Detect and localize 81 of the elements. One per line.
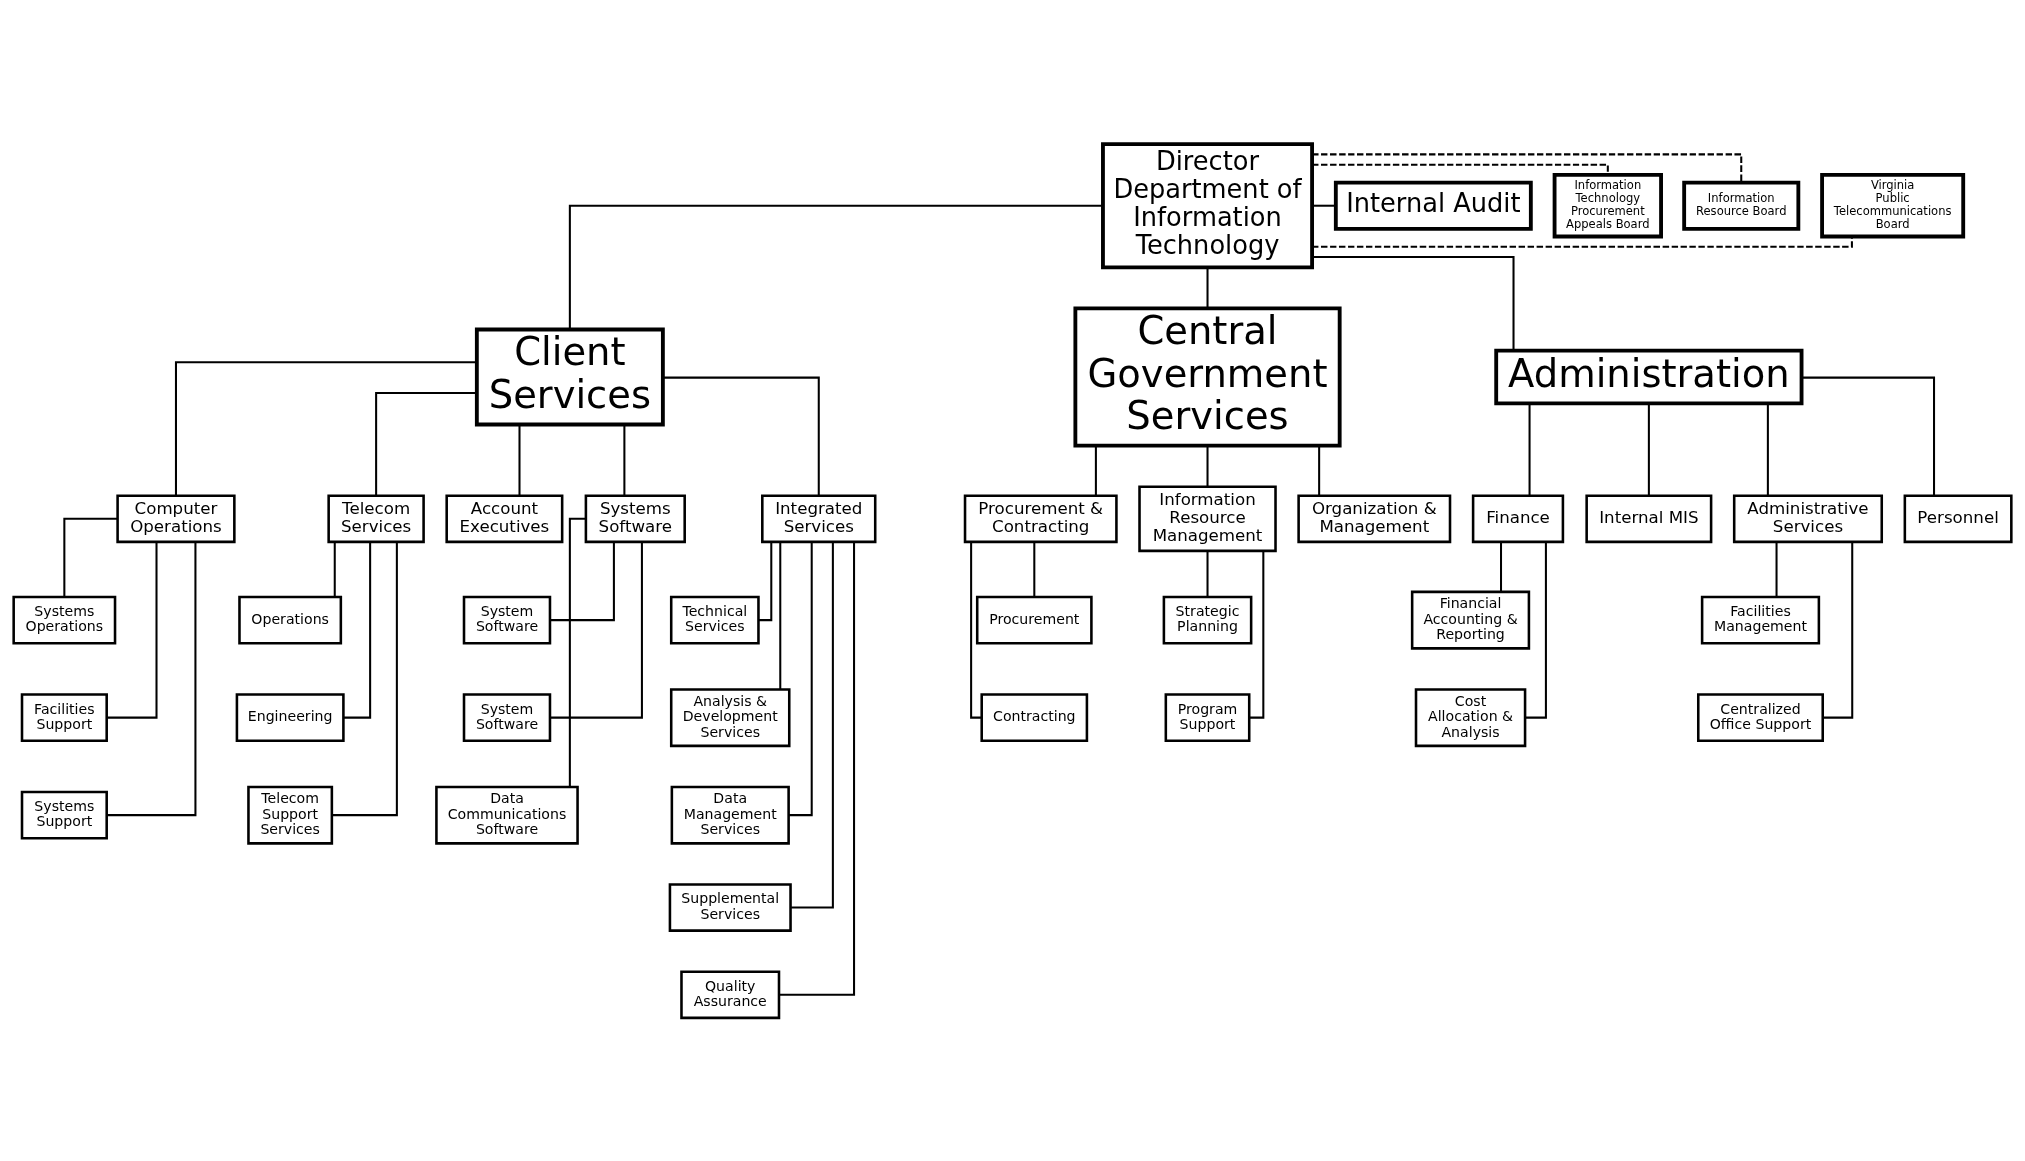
node-box: Information Resource Management [1138, 484, 1277, 552]
node-box: Cost Allocation & Analysis [1414, 687, 1527, 747]
node-box: Administrative Services [1732, 493, 1884, 543]
node-box: Organization & Management [1297, 493, 1452, 543]
connector [106, 541, 197, 816]
node-box: Technical Services [669, 595, 760, 644]
node-box: Financial Accounting & Reporting [1410, 590, 1531, 650]
node-box: Program Support [1164, 692, 1251, 742]
connector [1094, 445, 1097, 495]
connector [1775, 541, 1778, 597]
connector [1312, 204, 1336, 207]
connector [1312, 152, 1743, 182]
connector [1206, 267, 1209, 308]
connector [1528, 402, 1531, 495]
node-box: Engineering [235, 692, 345, 742]
node-box: Telecom Support Services [247, 785, 334, 845]
node-box: Data Communications Software [435, 785, 579, 845]
connector [791, 541, 834, 909]
connector [1206, 445, 1209, 487]
connector [789, 541, 813, 816]
connector [332, 541, 398, 816]
connector [1500, 541, 1503, 592]
connector [568, 517, 586, 787]
connector [662, 376, 820, 495]
node-box: System Software [462, 595, 552, 644]
connector [375, 391, 477, 495]
node-box: Finance [1471, 493, 1565, 543]
node-box: Personnel [1903, 493, 2013, 543]
connector [550, 541, 615, 621]
node-box: Central Government Services [1073, 305, 1342, 448]
node-box: Account Executives [445, 493, 564, 543]
connector [1823, 541, 1854, 719]
connector [1312, 255, 1515, 350]
node-box: Director Department of Information Technology [1101, 141, 1314, 269]
node-box: Systems Support [20, 790, 108, 840]
connector [550, 541, 643, 719]
connector [333, 541, 336, 597]
connector [1312, 163, 1609, 175]
node-box: Information Technology Procurement Appeals Board [1552, 172, 1663, 238]
connector [568, 204, 1103, 329]
node-box: Operations [238, 595, 343, 644]
connector [1525, 541, 1547, 719]
node-box: Computer Operations [116, 493, 236, 543]
node-box: Procurement [975, 595, 1093, 644]
connector [1033, 541, 1036, 597]
connector [758, 541, 773, 621]
node-box: Information Resource Board [1682, 180, 1801, 231]
connector [174, 360, 477, 496]
node-box: Centralized Office Support [1697, 692, 1824, 742]
node-box: Integrated Services [761, 493, 877, 543]
node-box: Supplemental Services [668, 882, 792, 932]
node-box: Administration [1494, 348, 1804, 405]
connector [518, 424, 521, 495]
node-box: Virginia Public Telecommunications Board [1820, 172, 1966, 238]
node-box: Facilities Management [1700, 595, 1821, 644]
connector [1766, 402, 1769, 495]
node-box: System Software [462, 692, 552, 742]
node-box: Internal Audit [1333, 180, 1533, 231]
node-box: Client Services [474, 327, 665, 426]
connector [1206, 550, 1209, 597]
node-box: Strategic Planning [1162, 595, 1253, 644]
connector [623, 424, 626, 495]
connector [107, 541, 158, 719]
connector [779, 541, 856, 996]
node-box: Contracting [980, 692, 1089, 742]
node-box: Data Management Services [670, 785, 790, 845]
connector [63, 517, 118, 597]
connector [1801, 376, 1936, 495]
connector [970, 541, 982, 719]
node-box: Facilities Support [20, 692, 108, 742]
node-box: Systems Operations [12, 595, 117, 644]
node-box: Systems Software [584, 493, 686, 543]
node-box: Procurement & Contracting [963, 493, 1118, 543]
connector [1318, 445, 1321, 495]
node-box: Internal MIS [1585, 493, 1713, 543]
node-box: Quality Assurance [680, 969, 781, 1019]
connector [779, 541, 782, 689]
connector [1249, 550, 1265, 719]
node-box: Telecom Services [327, 493, 425, 543]
connector [1647, 402, 1650, 495]
node-box: Analysis & Development Services [669, 687, 791, 747]
